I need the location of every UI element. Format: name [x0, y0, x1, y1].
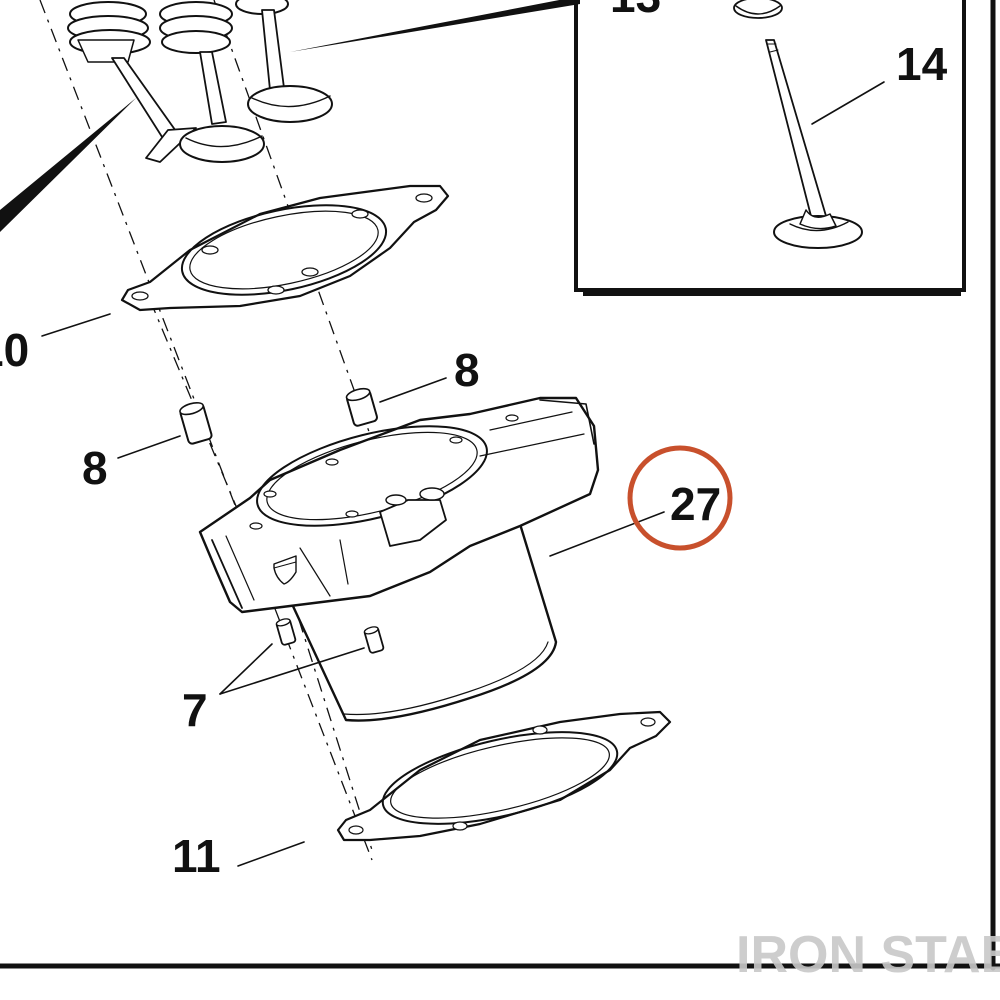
- callout-8-upper: 8: [454, 344, 480, 396]
- inset-pointers: [0, 0, 580, 232]
- upper-dowel-pins: [179, 387, 378, 445]
- valve-detail-inset: [574, 0, 966, 296]
- callout-14: 14: [896, 38, 948, 90]
- head-gasket: [120, 184, 450, 312]
- callout-11: 11: [172, 830, 221, 882]
- callout-labels: 13 14 10 8 8 27 7 11: [0, 0, 948, 882]
- page-frame: [0, 0, 1000, 971]
- callout-8-left: 8: [82, 442, 108, 494]
- leader-lines: [41, 313, 665, 867]
- base-gasket: [336, 710, 672, 842]
- watermark: IRON STABLE: [736, 926, 1000, 984]
- cylinder: [198, 396, 600, 722]
- callout-7: 7: [182, 684, 208, 736]
- callout-10: 10: [0, 324, 29, 376]
- valve-springs-cluster: [67, 0, 333, 163]
- callout-27: 27: [670, 478, 721, 530]
- callout-13: 13: [610, 0, 661, 22]
- highlight-circle: [627, 445, 733, 551]
- lower-dowel-pins: [275, 618, 385, 654]
- brand-shield-icon: [273, 555, 297, 585]
